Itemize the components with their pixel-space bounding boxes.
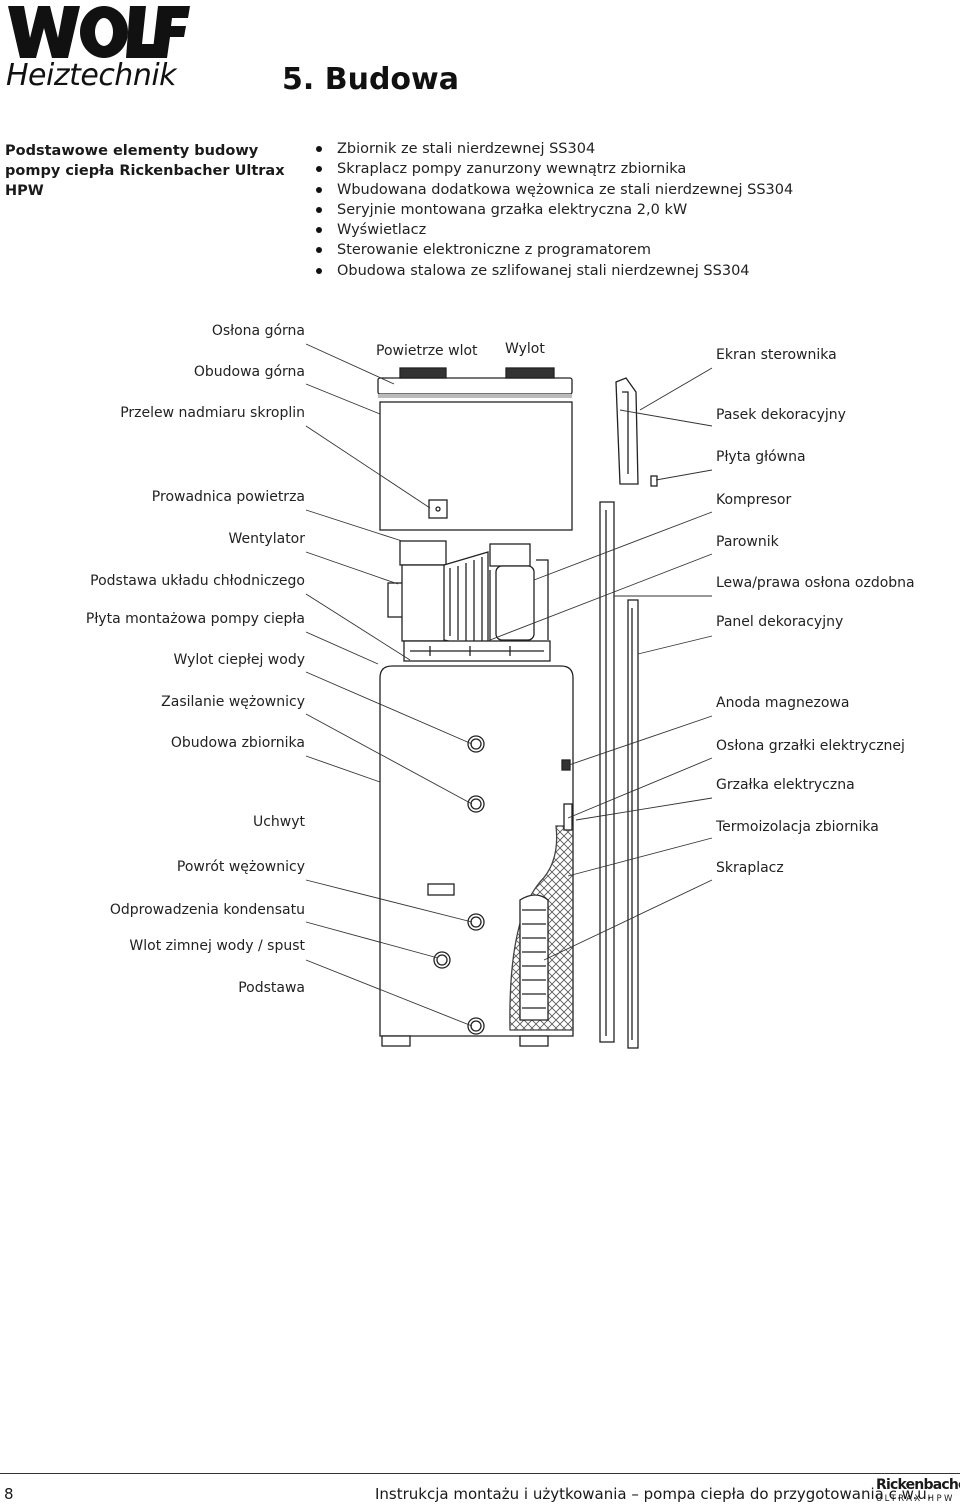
list-item: Skraplacz pompy zanurzony wewnątrz zbior…: [316, 159, 793, 179]
list-item: Wbudowana dodatkowa wężownica ze stali n…: [316, 180, 793, 200]
footer-divider: [0, 1473, 960, 1474]
label-heater-cover: Osłona grzałki elektrycznej: [716, 738, 905, 754]
label-coil-supply: Zasilanie wężownicy: [161, 694, 305, 710]
footer-title: Instrukcja montażu i użytkowania – pompa…: [375, 1485, 932, 1503]
label-decorative-panel: Panel dekoracyjny: [716, 614, 844, 630]
page-number: 8: [4, 1485, 14, 1503]
label-handle: Uchwyt: [252, 814, 305, 830]
label-condenser: Skraplacz: [716, 860, 784, 876]
label-refrigeration-base: Podstawa układu chłodniczego: [90, 573, 305, 589]
list-item: Obudowa stalowa ze szlifowanej stali nie…: [316, 261, 793, 281]
list-item: Seryjnie montowana grzałka elektryczna 2…: [316, 200, 793, 220]
label-compressor: Kompresor: [716, 492, 792, 508]
label-tank-insulation: Termoizolacja zbiornika: [716, 819, 879, 835]
label-air-outlet: Wylot: [505, 341, 545, 357]
label-controller-display: Ekran sterownika: [716, 347, 837, 363]
wolf-logo: [8, 6, 190, 58]
top-cover: [377, 367, 573, 398]
label-air-guide: Prowadnica powietrza: [151, 489, 305, 505]
brand-name: Rickenbacher: [876, 1477, 960, 1493]
label-side-covers: Lewa/prawa osłona ozdobna: [716, 575, 915, 591]
tank: [379, 665, 574, 1047]
label-air-inlet: Powietrze wlot: [376, 343, 478, 359]
list-item: Sterowanie elektroniczne z programatorem: [316, 240, 793, 260]
brand-model: ULTRAX HPW: [876, 1494, 955, 1504]
heat-pump-assembly: [387, 540, 551, 662]
label-upper-housing: Obudowa górna: [193, 364, 305, 380]
label-decorative-strip: Pasek dekoracyjny: [716, 407, 846, 423]
leader-lines: [305, 343, 713, 1027]
label-hot-water-outlet: Wylot ciepłej wody: [173, 652, 305, 668]
label-tank-housing: Obudowa zbiornika: [170, 735, 305, 751]
components-heading: Podstawowe elementy budowy pompy ciepła …: [5, 141, 295, 201]
decorative-side-strip: [599, 501, 615, 1043]
label-main-board: Płyta główna: [716, 449, 806, 465]
list-item: Wyświetlacz: [316, 220, 793, 240]
label-top-cover: Osłona górna: [211, 323, 305, 339]
label-base: Podstawa: [238, 980, 305, 996]
label-mounting-plate: Płyta montażowa pompy ciepła: [85, 611, 305, 627]
brand-logo: Rickenbacher ULTRAX HPW: [876, 1477, 960, 1505]
label-condensate-overflow: Przelew nadmiaru skroplin: [120, 405, 305, 421]
heading-line: Podstawowe elementy budowy: [5, 143, 259, 159]
label-cold-water-inlet: Wlot zimnej wody / spust: [129, 938, 305, 954]
label-electric-heater: Grzałka elektryczna: [716, 777, 855, 793]
logo-subtitle: Heiztechnik: [6, 58, 177, 93]
label-magnesium-anode: Anoda magnezowa: [716, 695, 850, 711]
control-display-panel: [615, 377, 658, 487]
heading-line: pompy ciepła Rickenbacher Ultrax HPW: [5, 163, 285, 199]
upper-housing: [379, 401, 573, 531]
decorative-panel: [627, 599, 639, 1049]
list-item: Zbiornik ze stali nierdzewnej SS304: [316, 139, 793, 159]
label-evaporator: Parownik: [716, 534, 779, 550]
feature-list: Zbiornik ze stali nierdzewnej SS304 Skra…: [316, 139, 793, 281]
section-title: 5. Budowa: [282, 62, 459, 97]
label-coil-return: Powrót wężownicy: [176, 859, 305, 875]
label-fan: Wentylator: [228, 531, 305, 547]
label-condensate-drain: Odprowadzenia kondensatu: [109, 902, 305, 918]
